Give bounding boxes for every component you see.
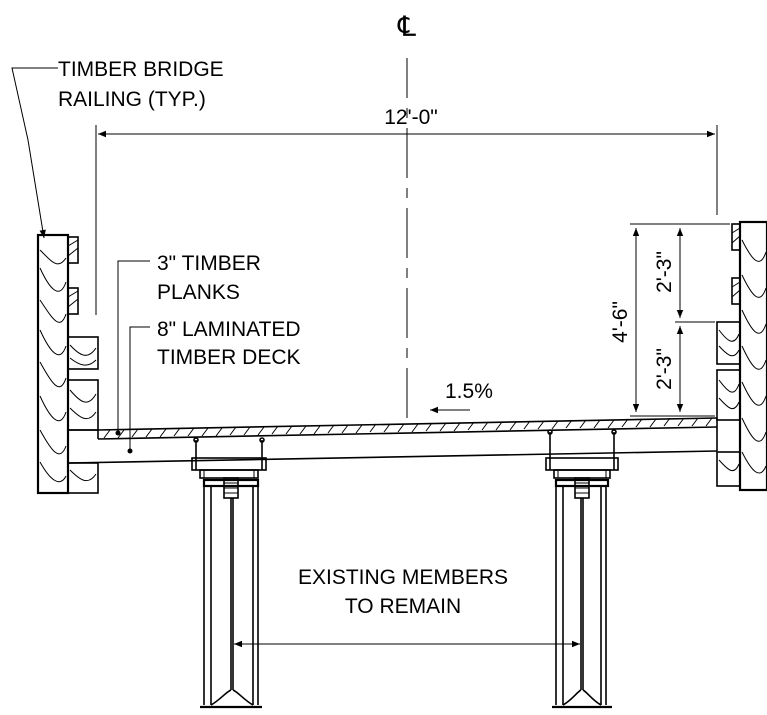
members-label-line1: EXISTING MEMBERS bbox=[298, 566, 508, 589]
deck-label-line1: 8" LAMINATED bbox=[157, 318, 301, 341]
railing-label-line1: TIMBER BRIDGE bbox=[58, 58, 224, 81]
planks-label-line2: PLANKS bbox=[157, 281, 240, 304]
members-spacing-dimension: EXISTING MEMBERS TO REMAIN bbox=[234, 566, 580, 648]
right-support bbox=[545, 429, 619, 709]
deck-label-line2: TIMBER DECK bbox=[157, 346, 301, 369]
rail-upper-label: 2'-3" bbox=[653, 251, 676, 293]
overall-width-dimension: 12'-0" bbox=[95, 106, 718, 315]
railing-label-line2: RAILING (TYP.) bbox=[58, 88, 206, 111]
members-label-line2: TO REMAIN bbox=[345, 595, 461, 618]
centerline-symbol: ℄ bbox=[397, 11, 416, 42]
rail-lower-label: 2'-3" bbox=[653, 348, 676, 390]
planks-callout: 3" TIMBER PLANKS bbox=[115, 252, 261, 436]
right-railing-post bbox=[716, 220, 767, 492]
rail-height-total-label: 4'-6" bbox=[609, 301, 632, 343]
slope-indicator: 1.5% bbox=[430, 380, 493, 414]
deck-callout: 8" LAMINATED TIMBER DECK bbox=[127, 318, 301, 454]
overall-width-label: 12'-0" bbox=[384, 106, 438, 129]
slope-label: 1.5% bbox=[445, 380, 493, 403]
left-support bbox=[191, 437, 267, 709]
left-railing-post bbox=[36, 233, 99, 495]
centerline: ℄ bbox=[397, 11, 416, 418]
deck-section bbox=[67, 417, 718, 464]
railing-callout: TIMBER BRIDGE RAILING (TYP.) bbox=[11, 58, 224, 239]
planks-label-line1: 3" TIMBER bbox=[157, 252, 261, 275]
rail-height-dimensions: 4'-6" 2'-3" 2'-3" bbox=[609, 223, 730, 417]
